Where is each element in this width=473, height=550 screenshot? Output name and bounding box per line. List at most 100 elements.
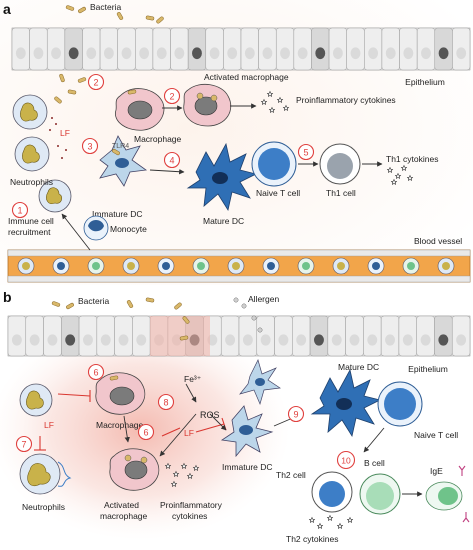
macrophage-b-label: Macrophage [96, 420, 144, 430]
fe-label: Fe³⁺ [184, 374, 202, 384]
proinflammatory-cytokines-a-label: Proinflammatory cytokines [296, 95, 396, 105]
step-circle-b-9: 9 [287, 405, 305, 423]
lf-dots-a [49, 117, 67, 159]
vessel-cell-nucleus [232, 262, 240, 270]
epithelium-a-nucleus [244, 47, 255, 60]
vessel-cell-nucleus [372, 262, 380, 270]
mature-dc-a-label: Mature DC [203, 216, 244, 226]
monocyte [83, 215, 109, 241]
epithelium-a-nucleus [103, 47, 114, 60]
proinflammatory-cytokines-b-label-2: cytokines [172, 511, 207, 521]
neutrophils-a-label: Neutrophils [10, 177, 53, 187]
epithelium-b-nucleus [225, 334, 236, 346]
immune-cell-recruitment-1: Immune cell [8, 216, 54, 226]
epithelium-cells-b [7, 315, 471, 357]
ige-label: IgE [430, 466, 443, 476]
ros-label: ROS [200, 410, 220, 420]
blood-vessel-label: Blood vessel [414, 236, 462, 246]
svg-text:10: 10 [341, 456, 351, 466]
svg-text:2: 2 [93, 78, 98, 88]
arrow-fe-to-ros [185, 383, 197, 403]
th2-cell [311, 471, 353, 513]
epithelium-a-nucleus [227, 47, 238, 60]
activated-macrophage-a-label: Activated macrophage [204, 72, 289, 82]
naive-t-cell-a-label: Naive T cell [256, 188, 300, 198]
plasma-cell [425, 481, 463, 511]
svg-text:7: 7 [21, 440, 26, 450]
svg-text:5: 5 [303, 148, 308, 158]
svg-text:2: 2 [169, 92, 174, 102]
vessel-cell-nucleus [267, 262, 275, 270]
epithelium-a-nucleus [33, 47, 44, 60]
svg-text:1: 1 [17, 206, 22, 216]
epithelium-a-nucleus [350, 47, 361, 60]
svg-text:6: 6 [93, 368, 98, 378]
step-circle-b-7: 7 [15, 435, 33, 453]
macrophage-b [95, 372, 146, 415]
vessel-cell-nucleus [162, 262, 170, 270]
epithelium-a-nucleus [51, 47, 61, 60]
mature-dc-b-label: Mature DC [338, 362, 379, 372]
epithelium-a-nucleus [456, 47, 467, 60]
epithelium-b-nucleus [313, 334, 324, 346]
svg-text:4: 4 [169, 156, 174, 166]
neutrophil-b-2 [19, 453, 72, 495]
immature-dc-a-label: Immature DC [92, 209, 143, 219]
step-circle-a-2a: 2 [87, 73, 105, 91]
naive-t-cell-b-label: Naive T cell [414, 430, 458, 440]
epithelium-cells-a [11, 27, 471, 71]
svg-text:8: 8 [163, 398, 168, 408]
panel-a-letter: a [3, 1, 11, 17]
epithelium-b-nucleus [331, 334, 342, 346]
naive-t-cell-b [377, 381, 423, 427]
monocyte-label: Monocyte [110, 224, 147, 234]
epithelium-a-nucleus [209, 47, 220, 60]
epithelium-b-nucleus [402, 334, 413, 346]
epithelium-b-nucleus [65, 334, 76, 346]
step-circle-a-1: 1 [11, 201, 29, 219]
th1-cell-label: Th1 cell [326, 188, 356, 198]
epithelium-a-nucleus [297, 47, 308, 60]
macrophage-a-label: Macrophage [134, 134, 182, 144]
th1-cell [319, 143, 361, 185]
activated-macrophage-a [183, 83, 232, 127]
activated-macrophage-b-label-2: macrophage [100, 511, 148, 521]
epithelium-a-label: Epithelium [405, 77, 445, 87]
neutrophil-a-1 [12, 94, 48, 130]
epithelium-a-nucleus [280, 47, 290, 60]
step-circle-a-2b: 2 [163, 87, 181, 105]
arrow-t-to-th2 [363, 427, 385, 453]
allergen-particles [233, 297, 263, 333]
lf-a-label: LF [60, 128, 70, 138]
lf-b-label-1: LF [44, 420, 54, 430]
epithelium-a-nucleus [438, 47, 449, 60]
neutrophil-a-3 [38, 179, 72, 213]
arrow-ros-to-idc [209, 413, 227, 431]
epithelium-b [7, 315, 471, 357]
vessel-cell-nucleus [92, 262, 100, 270]
immature-dc-a [99, 135, 148, 187]
neutrophils-b-label: Neutrophils [22, 502, 65, 512]
epithelium-a-nucleus [262, 47, 273, 60]
immature-dc-b-label: Immature DC [222, 462, 273, 472]
epithelium-b-label: Epithelium [408, 364, 448, 374]
activated-macrophage-b [109, 448, 160, 491]
mature-dc-b [310, 368, 382, 438]
epithelium-b-nucleus [260, 334, 271, 346]
ige-antibodies [458, 465, 470, 523]
macrophage-a [115, 88, 165, 131]
vessel-cell-nucleus [197, 262, 205, 270]
epithelium-b-nucleus [29, 334, 40, 346]
vessel-cell-nucleus [302, 262, 310, 270]
epithelium-a-nucleus [403, 47, 414, 60]
neutrophil-b-1 [19, 383, 53, 417]
vessel-cells [17, 257, 455, 275]
lf-b-label-2: LF [184, 428, 194, 438]
epithelium-b-nucleus [385, 334, 396, 346]
svg-text:6: 6 [143, 428, 148, 438]
b-cell-label: B cell [364, 458, 385, 468]
epithelium-a-nucleus [174, 47, 185, 60]
epithelium-a-nucleus [156, 47, 167, 60]
